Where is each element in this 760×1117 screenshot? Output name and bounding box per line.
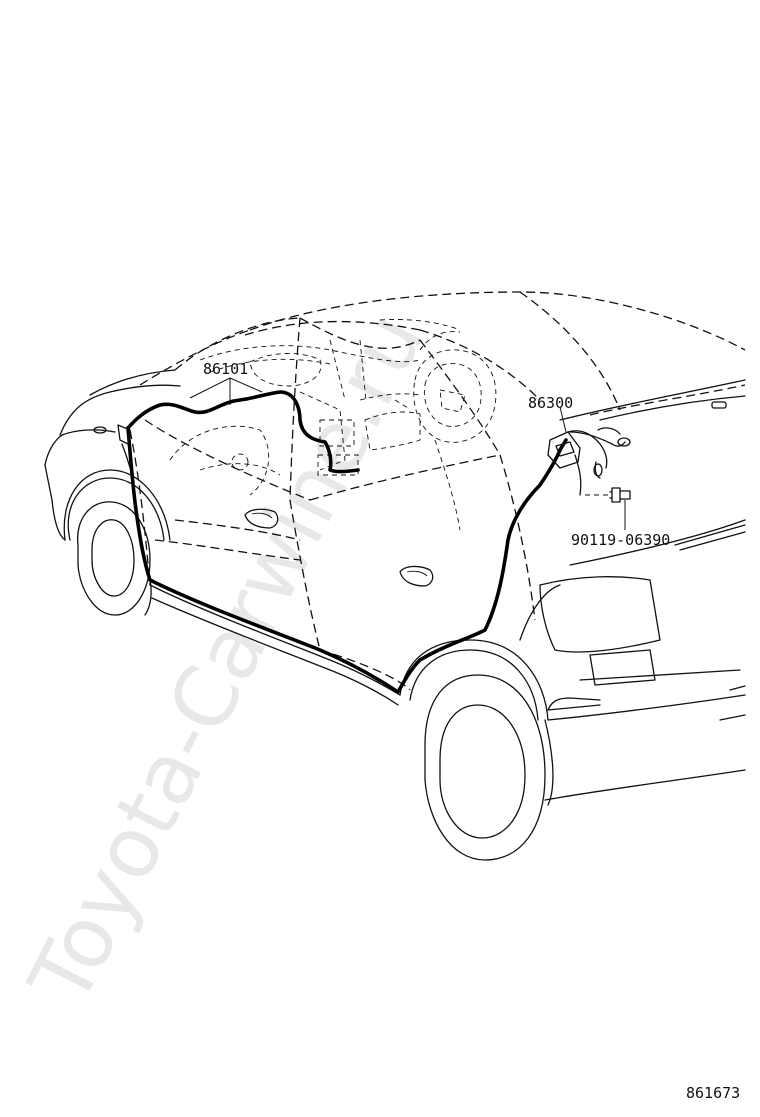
screw-90119-06390	[585, 487, 631, 503]
watermark-text: Toyota-Carwine.ru	[10, 297, 443, 1020]
car-body-outline	[44, 291, 746, 861]
leader-lines	[189, 377, 626, 530]
interior-phantom	[169, 319, 497, 531]
callout-86300: 86300	[528, 394, 573, 412]
doors	[129, 317, 536, 691]
antenna-assembly-86300	[547, 427, 631, 496]
callout-90119-06390: 90119-06390	[571, 531, 670, 549]
antenna-cord-86101	[117, 390, 568, 694]
callout-86101: 86101	[203, 360, 248, 378]
figure-number: 861673	[686, 1084, 740, 1102]
